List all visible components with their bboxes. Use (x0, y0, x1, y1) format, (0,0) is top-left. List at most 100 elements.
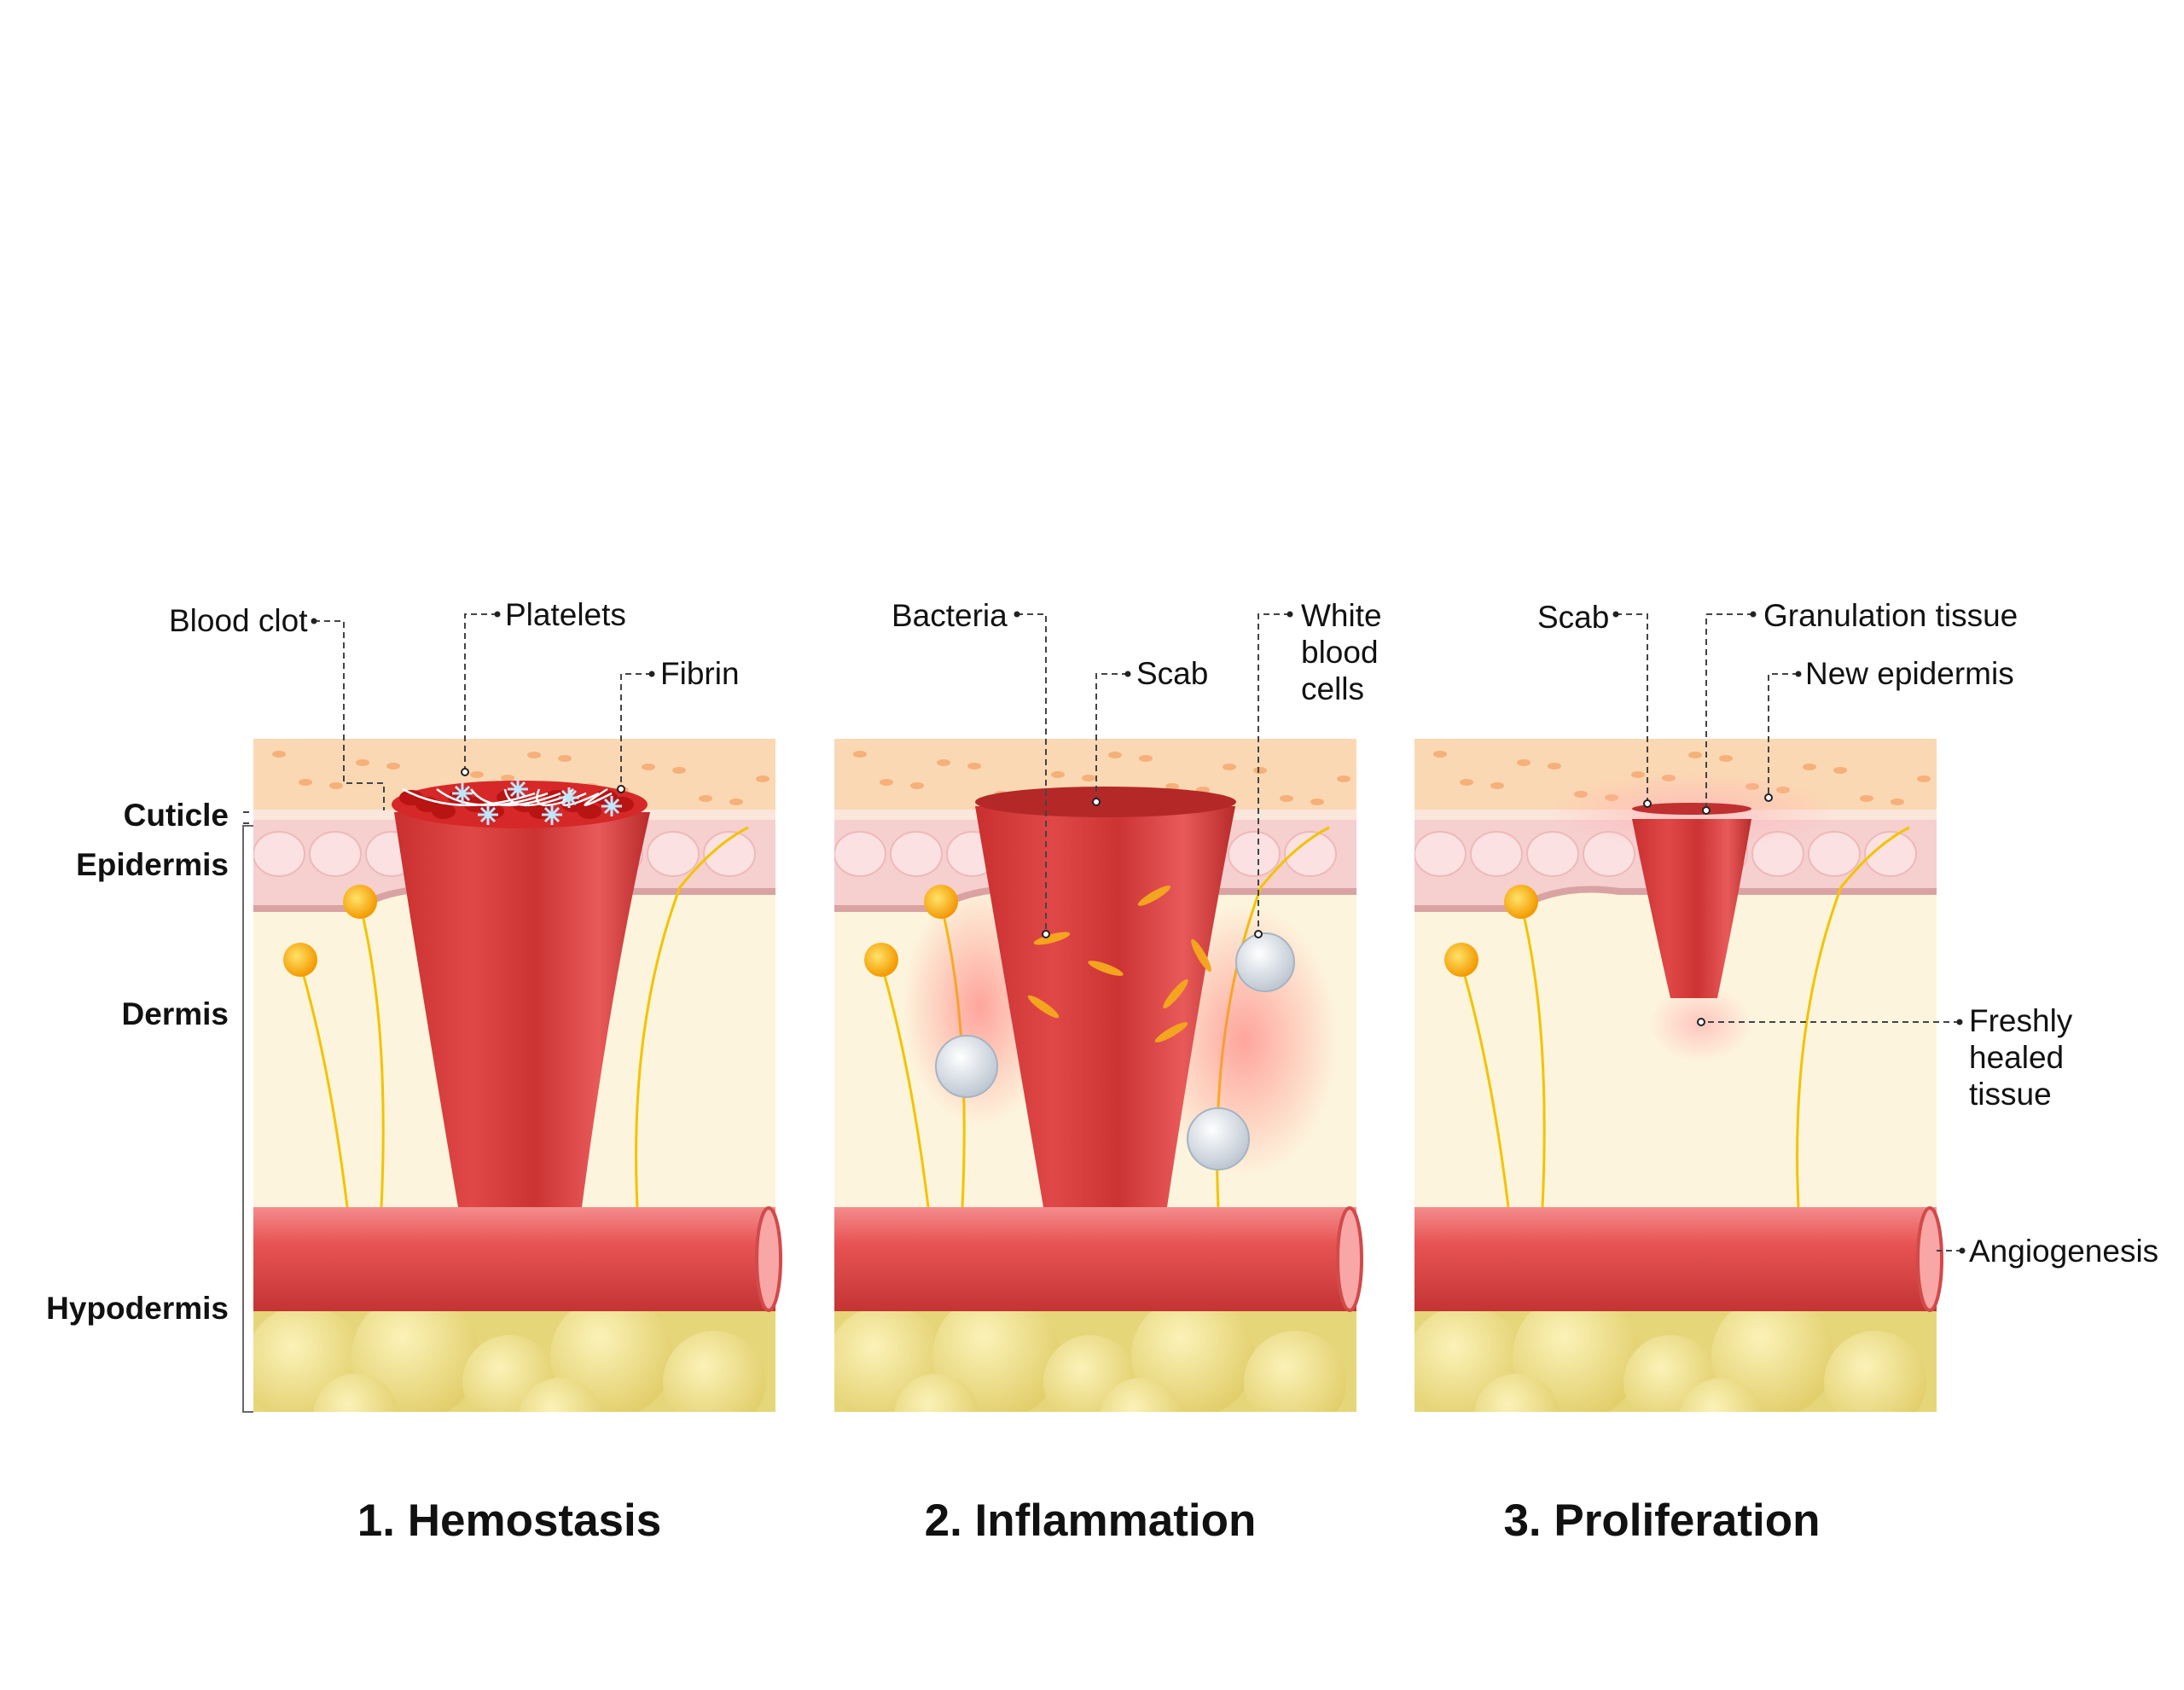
platelet (559, 787, 579, 808)
fat-cell (1680, 1378, 1763, 1412)
nerve-fiber (1460, 963, 1510, 1208)
callout-new-epidermis: New epidermis (1805, 656, 2014, 691)
leader-end (1764, 793, 1773, 802)
layer-bracket (242, 825, 253, 1413)
nerve-ending (1444, 943, 1478, 977)
layer-label-dermis: Dermis (121, 996, 229, 1031)
leader-end (461, 768, 469, 776)
leader-fibrin (620, 673, 652, 789)
hemostasis-wound (392, 779, 650, 1207)
fat-cell (351, 1292, 479, 1412)
wound-cavity (394, 812, 650, 1207)
fat-cell (663, 1331, 765, 1412)
leader-dot (311, 618, 317, 624)
bacterium (1033, 932, 1071, 945)
stage-title-proliferation: 3. Proliferation (1503, 1495, 1821, 1546)
leader-end (617, 785, 625, 793)
leader-dot (494, 611, 501, 618)
layer-label-hypodermis: Hypodermis (46, 1291, 229, 1326)
leader-white-blood-cells (1258, 613, 1290, 934)
nerve-fiber (635, 826, 749, 1208)
layer-label-epidermis: Epidermis (76, 847, 229, 882)
leader-dot (1612, 611, 1619, 618)
leader-blood-clot (314, 620, 385, 810)
fibrin-strand (584, 787, 613, 806)
white-blood-cell (935, 1035, 998, 1098)
leader-scab (1095, 673, 1128, 802)
blood-vessel-opening (755, 1206, 782, 1312)
callout-granulation-tissue: Granulation tissue (1763, 598, 2018, 633)
fat-cell (1100, 1378, 1183, 1412)
callout-scab-proliferation: Scab (1537, 600, 1610, 635)
scab (975, 787, 1236, 817)
fat-cell (932, 1292, 1060, 1412)
callout-freshly-healed-tissue: Freshly healed tissue (1969, 1003, 2073, 1112)
bacterium (1088, 961, 1124, 976)
platelet (478, 804, 498, 825)
red-blood-cell (578, 804, 601, 819)
nerve-ending (283, 943, 317, 977)
blood-vessel (253, 1207, 775, 1311)
fat-cell (1474, 1373, 1560, 1412)
fat-cell (1711, 1295, 1834, 1412)
granulation-tissue (1632, 819, 1751, 998)
leader-dot (1956, 1019, 1963, 1025)
nerve-fiber (299, 963, 349, 1208)
leader-end (1042, 930, 1050, 938)
leader-dot (1287, 611, 1293, 618)
leader-dot (1959, 1247, 1966, 1254)
fat-cell (519, 1378, 602, 1412)
blood-vessel (1414, 1207, 1937, 1311)
stage-title-hemostasis: 1. Hemostasis (357, 1495, 662, 1546)
leader-end (1254, 930, 1263, 938)
fat-cell (1513, 1292, 1641, 1412)
nerve-ending (343, 885, 377, 919)
bacterium (1163, 979, 1188, 1009)
leader-dot (1014, 611, 1020, 618)
proliferation-wound (1547, 772, 1837, 1062)
nerve-fiber (1796, 826, 1910, 1208)
leader-scab-3 (1616, 613, 1648, 804)
leader-granulation (1705, 613, 1753, 810)
inflammation-wound (903, 787, 1338, 1207)
bacterium (1137, 886, 1171, 906)
stage-title-inflammation: 2. Inflammation (924, 1495, 1257, 1546)
fibrin-strand (469, 788, 561, 807)
callout-scab: Scab (1136, 656, 1209, 691)
platelet (452, 783, 473, 804)
fat-cell (1824, 1331, 1926, 1412)
fat-cell (1131, 1295, 1254, 1412)
leader-dot (1750, 611, 1757, 618)
platelet (601, 796, 622, 816)
nerve-ending (864, 943, 898, 977)
callout-angiogenesis: Angiogenesis (1969, 1234, 2159, 1269)
bacterium (1154, 1022, 1188, 1042)
nerve-fiber (1519, 903, 1546, 1208)
wound-cavity (975, 806, 1235, 1207)
leader-end (1092, 798, 1101, 806)
fibrin-strand (436, 788, 549, 806)
bacterium (1191, 938, 1211, 973)
nerve-fiber (880, 963, 930, 1208)
white-blood-cell (1235, 932, 1295, 992)
blood-vessel (834, 1207, 1356, 1311)
platelet (508, 779, 528, 799)
fat-cell (313, 1373, 398, 1412)
blood-vessel-opening (1916, 1206, 1943, 1312)
callout-white-blood-cells: White blood cells (1301, 598, 1382, 706)
leader-platelets (464, 613, 497, 772)
leader-end (1643, 799, 1652, 808)
layer-label-cuticle: Cuticle (123, 798, 229, 833)
leader-end (1702, 806, 1711, 815)
fat-cell (1244, 1331, 1346, 1412)
nerve-ending (1504, 885, 1538, 919)
scab (1632, 803, 1751, 815)
leader-dot (1124, 671, 1131, 677)
fat-cell (550, 1295, 673, 1412)
fat-cell (894, 1373, 979, 1412)
leader-dot (1795, 671, 1802, 677)
callout-platelets: Platelets (505, 597, 626, 632)
platelet (542, 804, 562, 825)
